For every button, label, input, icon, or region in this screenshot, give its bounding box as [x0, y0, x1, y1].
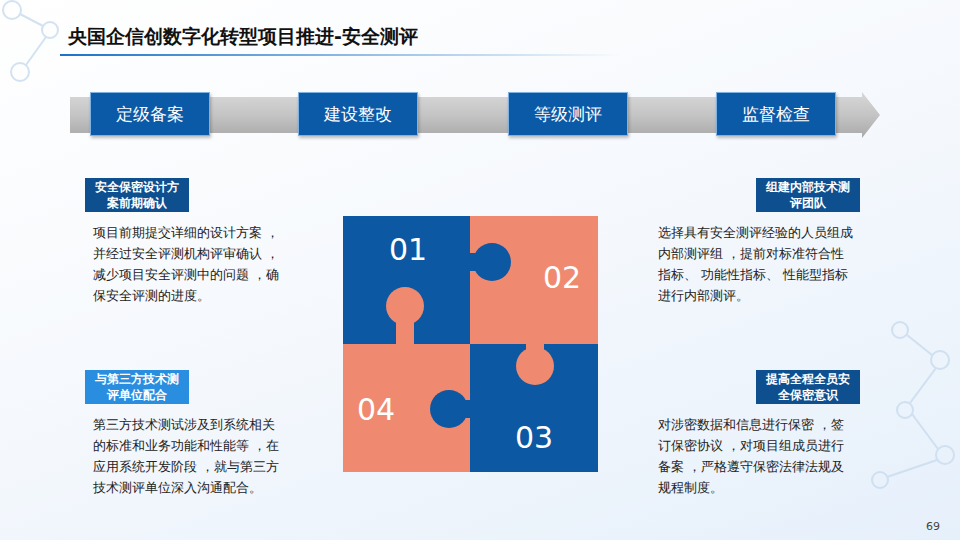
process-step-box: 监督检查	[716, 92, 836, 136]
process-step-box: 等级测评	[508, 92, 628, 136]
process-band-arrow	[70, 92, 880, 138]
card-heading: 提高全程全员安全保密意识	[756, 370, 860, 404]
puzzle-piece: 02	[534, 256, 590, 300]
card-heading: 安全保密设计方案前期确认	[85, 178, 189, 212]
puzzle-piece: 01	[380, 228, 436, 272]
page-title: 央国企信创数字化转型项目推进-安全测评	[68, 24, 418, 50]
process-step-box: 建设整改	[298, 92, 418, 136]
card-body: 第三方技术测试涉及到系统相关的标准和业务功能和性能等 ，在应用系统开发阶段 ，就…	[85, 414, 290, 498]
card-body: 项目前期提交详细的设计方案 ，并经过安全评测机构评审确认 ，减少项目安全评测中的…	[85, 222, 290, 306]
step-label: 建设整改	[324, 103, 392, 126]
puzzle	[343, 216, 598, 472]
step-label: 等级测评	[534, 103, 602, 126]
measure-card: 与第三方技术测评单位配合第三方技术测试涉及到系统相关的标准和业务功能和性能等 ，…	[85, 370, 290, 498]
card-heading: 与第三方技术测评单位配合	[85, 370, 189, 404]
callout-number: 03	[506, 416, 562, 460]
molecule-decor	[3, 1, 954, 488]
page-number: 69	[926, 520, 940, 533]
measure-card: 提高全程全员安全保密意识对涉密数据和信息进行保密 ，签订保密协议 ，对项目组成员…	[652, 370, 860, 498]
card-body: 选择具有安全测评经验的人员组成内部测评组 ，提前对标准符合性指标、 功能性指标、…	[652, 222, 860, 306]
card-body: 对涉密数据和信息进行保密 ，签订保密协议 ，对项目组成员进行备案 ，严格遵守保密…	[652, 414, 860, 498]
puzzle-piece: 03	[506, 416, 562, 460]
callout-number: 04	[348, 388, 404, 432]
callout-number: 02	[534, 256, 590, 300]
card-heading: 组建内部技术测评团队	[756, 178, 860, 212]
process-step-box: 定级备案	[90, 92, 210, 136]
step-label: 定级备案	[116, 103, 184, 126]
step-label: 监督检查	[742, 103, 810, 126]
measure-card: 安全保密设计方案前期确认项目前期提交详细的设计方案 ，并经过安全评测机构评审确认…	[85, 178, 290, 306]
title-underline	[60, 54, 620, 56]
puzzle-piece: 04	[348, 388, 404, 432]
callout-number: 01	[380, 228, 436, 272]
measure-card: 组建内部技术测评团队选择具有安全测评经验的人员组成内部测评组 ，提前对标准符合性…	[652, 178, 860, 306]
